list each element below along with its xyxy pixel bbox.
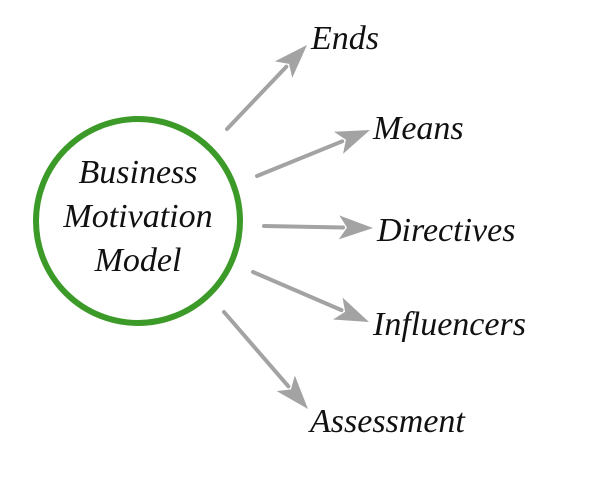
branch-label-assessment: Assessment (310, 403, 465, 440)
arrow-to-assessment-shaft (222, 310, 291, 389)
center-title-line-2: Motivation (63, 198, 213, 235)
arrow-to-assessment-head (276, 375, 308, 409)
arrow-to-means-shaft (255, 139, 345, 178)
arrow-to-influencers-shaft (251, 270, 344, 313)
branch-label-influencers: Influencers (373, 306, 526, 343)
center-circle (33, 116, 243, 326)
arrow-to-directives-shaft (262, 224, 346, 230)
arrow-to-directives-head (338, 215, 373, 240)
arrow-to-means (255, 130, 370, 178)
arrow-to-influencers-head (333, 297, 369, 322)
arrow-to-influencers (251, 270, 369, 322)
branch-label-means: Means (373, 110, 464, 147)
center-title-line-1: Business (78, 154, 198, 191)
branch-label-directives: Directives (377, 212, 516, 249)
arrow-to-ends-shaft (225, 64, 289, 131)
arrows-group (222, 45, 373, 409)
arrow-to-means-head (333, 130, 370, 154)
center-title: Business Motivation Model (28, 151, 248, 283)
arrow-to-ends (225, 45, 307, 131)
arrow-to-directives (262, 215, 373, 240)
branch-label-ends: Ends (311, 20, 379, 57)
arrow-to-ends-head (274, 45, 307, 78)
arrow-to-assessment (222, 310, 308, 409)
center-title-line-3: Model (94, 242, 182, 279)
